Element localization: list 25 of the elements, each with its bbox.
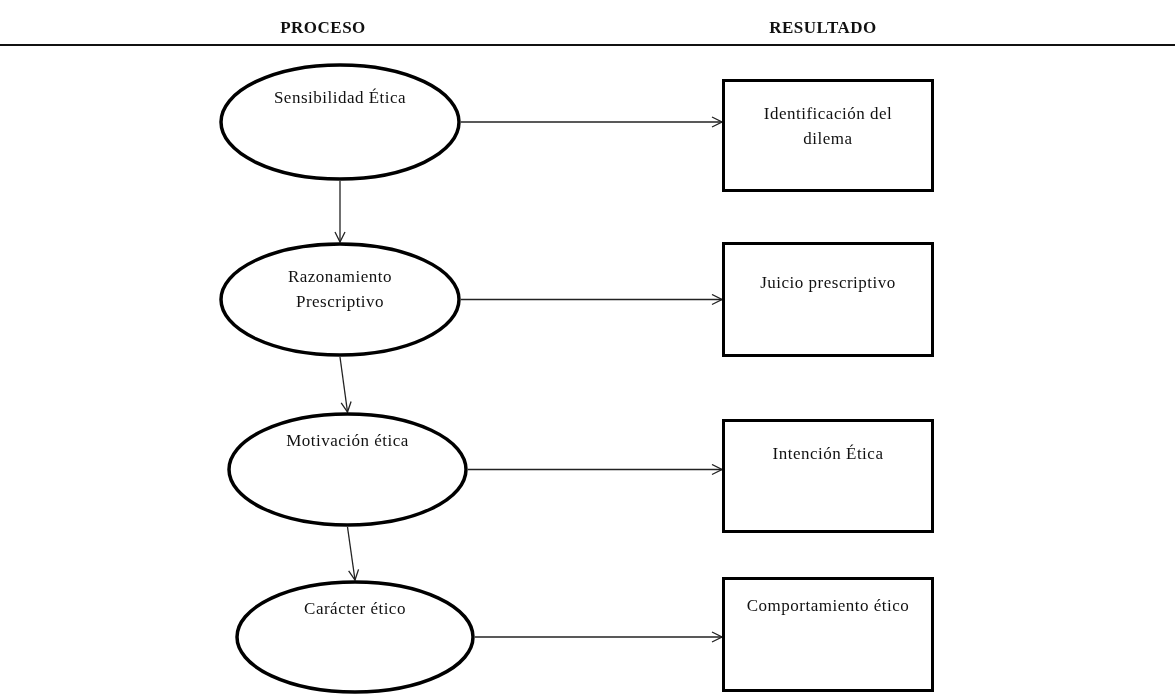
column-heading: RESULTADO	[769, 18, 877, 38]
arrow	[474, 631, 723, 643]
result-label: Intención Ética	[771, 443, 885, 465]
result-box	[722, 242, 934, 357]
result-box	[722, 419, 934, 533]
process-ellipse	[235, 580, 475, 694]
result-label: Comportamiento ético	[745, 595, 911, 617]
column-heading: PROCESO	[280, 18, 366, 38]
process-label: Razonamiento Prescriptivo	[286, 266, 394, 313]
process-ellipse	[219, 242, 461, 357]
arrow	[339, 356, 352, 413]
arrow	[346, 526, 360, 581]
result-box	[722, 577, 934, 692]
arrow	[460, 116, 723, 128]
process-ellipse	[227, 412, 468, 527]
process-label: Motivación ética	[285, 430, 410, 452]
arrow	[460, 293, 723, 306]
result-label: Juicio prescriptivo	[759, 272, 897, 294]
result-box	[722, 79, 934, 192]
result-label: Identificación del dilema	[762, 103, 894, 150]
process-label: Sensibilidad Ética	[272, 87, 408, 109]
arrow	[467, 463, 723, 476]
process-ellipse	[219, 63, 461, 181]
process-label: Carácter ético	[303, 598, 407, 620]
arrow	[334, 180, 346, 243]
